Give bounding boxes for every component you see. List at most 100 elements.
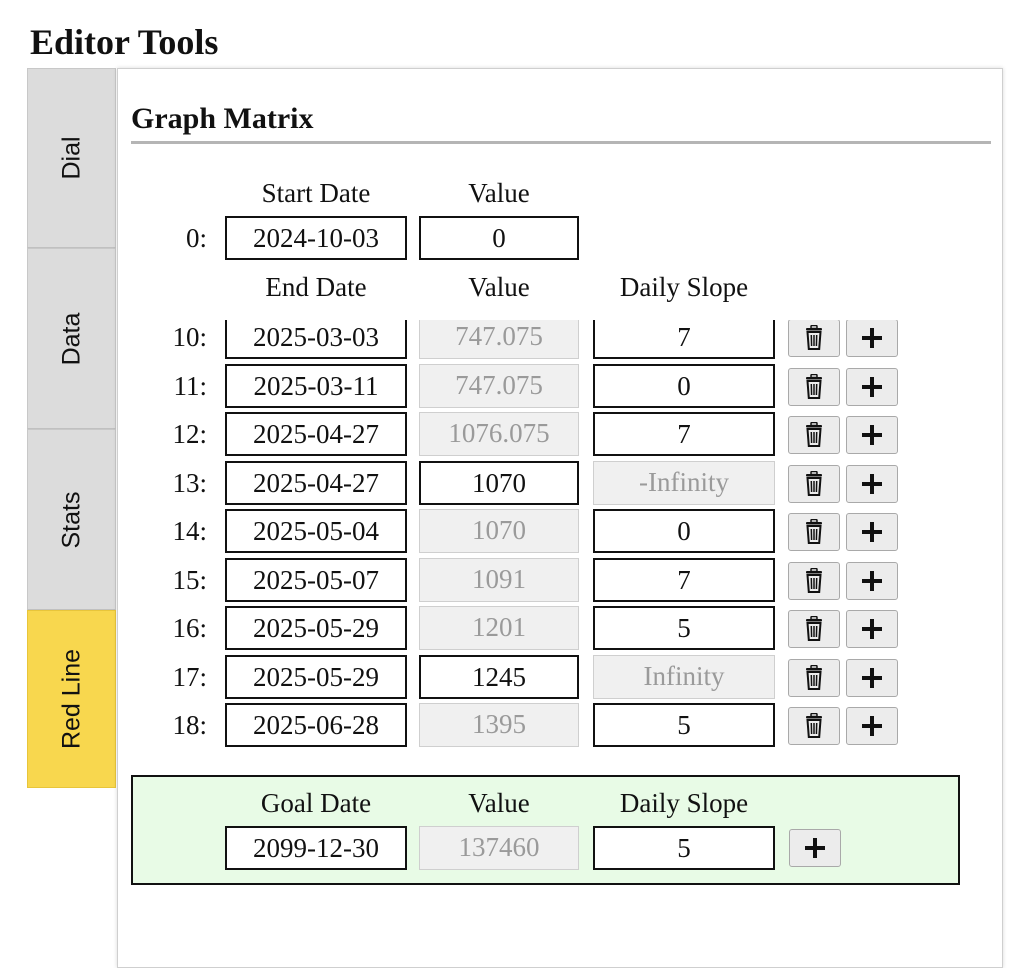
trash-icon <box>803 471 825 497</box>
goal-slope-field[interactable]: 5 <box>593 826 775 870</box>
plus-icon <box>860 326 884 350</box>
plus-icon <box>860 472 884 496</box>
value-field[interactable]: 1395 <box>419 703 579 747</box>
trash-icon <box>803 713 825 739</box>
trash-icon <box>803 519 825 545</box>
tab-stats-label: Stats <box>57 491 86 548</box>
delete-row-button[interactable] <box>788 465 840 503</box>
graph-matrix-panel: Graph Matrix Start Date Value 0: 2024-10… <box>117 68 1003 968</box>
delete-row-button[interactable] <box>788 320 840 357</box>
goal-add-button[interactable] <box>789 829 841 867</box>
add-row-button[interactable] <box>846 416 898 454</box>
end-date-field[interactable]: 2025-05-07 <box>225 558 407 602</box>
row-index: 17: <box>137 655 207 699</box>
start-row-index: 0: <box>137 216 207 260</box>
daily-slope-field[interactable]: 5 <box>593 703 775 747</box>
tab-red-line-label: Red Line <box>57 649 86 749</box>
value-field[interactable]: 1091 <box>419 558 579 602</box>
add-row-button[interactable] <box>846 320 898 357</box>
end-date-field[interactable]: 2025-05-04 <box>225 509 407 553</box>
add-row-button[interactable] <box>846 610 898 648</box>
trash-icon <box>803 616 825 642</box>
row-index: 16: <box>137 606 207 650</box>
goal-box: Goal Date Value Daily Slope 2099-12-30 1… <box>131 775 960 885</box>
trash-icon <box>803 422 825 448</box>
plus-icon <box>860 714 884 738</box>
delete-row-button[interactable] <box>788 513 840 551</box>
row-index: 14: <box>137 509 207 553</box>
value-field[interactable]: 1245 <box>419 655 579 699</box>
daily-slope-field[interactable]: 5 <box>593 606 775 650</box>
tab-stats[interactable]: Stats <box>27 429 116 610</box>
daily-slope-field[interactable]: -Infinity <box>593 461 775 505</box>
plus-icon <box>860 617 884 641</box>
row-index: 15: <box>137 558 207 602</box>
trash-icon <box>803 325 825 351</box>
value-field[interactable]: 747.075 <box>419 320 579 359</box>
tab-dial[interactable]: Dial <box>27 68 116 248</box>
end-date-field[interactable]: 2025-03-03 <box>225 320 407 359</box>
add-row-button[interactable] <box>846 465 898 503</box>
delete-row-button[interactable] <box>788 368 840 406</box>
plus-icon <box>860 569 884 593</box>
daily-slope-field[interactable]: Infinity <box>593 655 775 699</box>
daily-slope-header: Daily Slope <box>593 269 775 305</box>
section-title: Graph Matrix <box>131 99 313 139</box>
value-field[interactable]: 1070 <box>419 461 579 505</box>
value-header: Value <box>419 269 579 305</box>
delete-row-button[interactable] <box>788 610 840 648</box>
daily-slope-field[interactable]: 7 <box>593 558 775 602</box>
end-date-field[interactable]: 2025-06-28 <box>225 703 407 747</box>
plus-icon <box>803 836 827 860</box>
plus-icon <box>860 375 884 399</box>
end-date-field[interactable]: 2025-05-29 <box>225 655 407 699</box>
add-row-button[interactable] <box>846 513 898 551</box>
row-index: 12: <box>137 412 207 456</box>
add-row-button[interactable] <box>846 562 898 600</box>
start-value-field[interactable]: 0 <box>419 216 579 260</box>
add-row-button[interactable] <box>846 707 898 745</box>
tab-dial-label: Dial <box>57 136 86 179</box>
start-date-header: Start Date <box>225 175 407 211</box>
delete-row-button[interactable] <box>788 659 840 697</box>
value-field[interactable]: 1070 <box>419 509 579 553</box>
end-date-field[interactable]: 2025-04-27 <box>225 461 407 505</box>
row-index: 13: <box>137 461 207 505</box>
trash-icon <box>803 374 825 400</box>
delete-row-button[interactable] <box>788 416 840 454</box>
tab-data[interactable]: Data <box>27 248 116 429</box>
start-date-field[interactable]: 2024-10-03 <box>225 216 407 260</box>
plus-icon <box>860 520 884 544</box>
daily-slope-field[interactable]: 0 <box>593 509 775 553</box>
page-title: Editor Tools <box>30 18 218 66</box>
value-field[interactable]: 747.075 <box>419 364 579 408</box>
delete-row-button[interactable] <box>788 562 840 600</box>
row-index: 10: <box>137 320 207 359</box>
add-row-button[interactable] <box>846 659 898 697</box>
end-date-field[interactable]: 2025-04-27 <box>225 412 407 456</box>
goal-value-header: Value <box>419 785 579 821</box>
goal-date-field[interactable]: 2099-12-30 <box>225 826 407 870</box>
plus-icon <box>860 666 884 690</box>
row-index: 18: <box>137 703 207 747</box>
daily-slope-field[interactable]: 7 <box>593 412 775 456</box>
end-date-header: End Date <box>225 269 407 305</box>
trash-icon <box>803 665 825 691</box>
tab-red-line[interactable]: Red Line <box>27 610 116 788</box>
goal-date-header: Goal Date <box>225 785 407 821</box>
end-date-field[interactable]: 2025-03-11 <box>225 364 407 408</box>
end-date-field[interactable]: 2025-05-29 <box>225 606 407 650</box>
add-row-button[interactable] <box>846 368 898 406</box>
side-tabs: Dial Data Stats Red Line <box>27 68 118 788</box>
section-divider <box>131 141 991 144</box>
daily-slope-field[interactable]: 0 <box>593 364 775 408</box>
goal-slope-header: Daily Slope <box>593 785 775 821</box>
value-field[interactable]: 1076.075 <box>419 412 579 456</box>
value-field[interactable]: 1201 <box>419 606 579 650</box>
plus-icon <box>860 423 884 447</box>
tab-data-label: Data <box>57 312 86 365</box>
delete-row-button[interactable] <box>788 707 840 745</box>
daily-slope-field[interactable]: 7 <box>593 320 775 359</box>
goal-value-field[interactable]: 137460 <box>419 826 579 870</box>
